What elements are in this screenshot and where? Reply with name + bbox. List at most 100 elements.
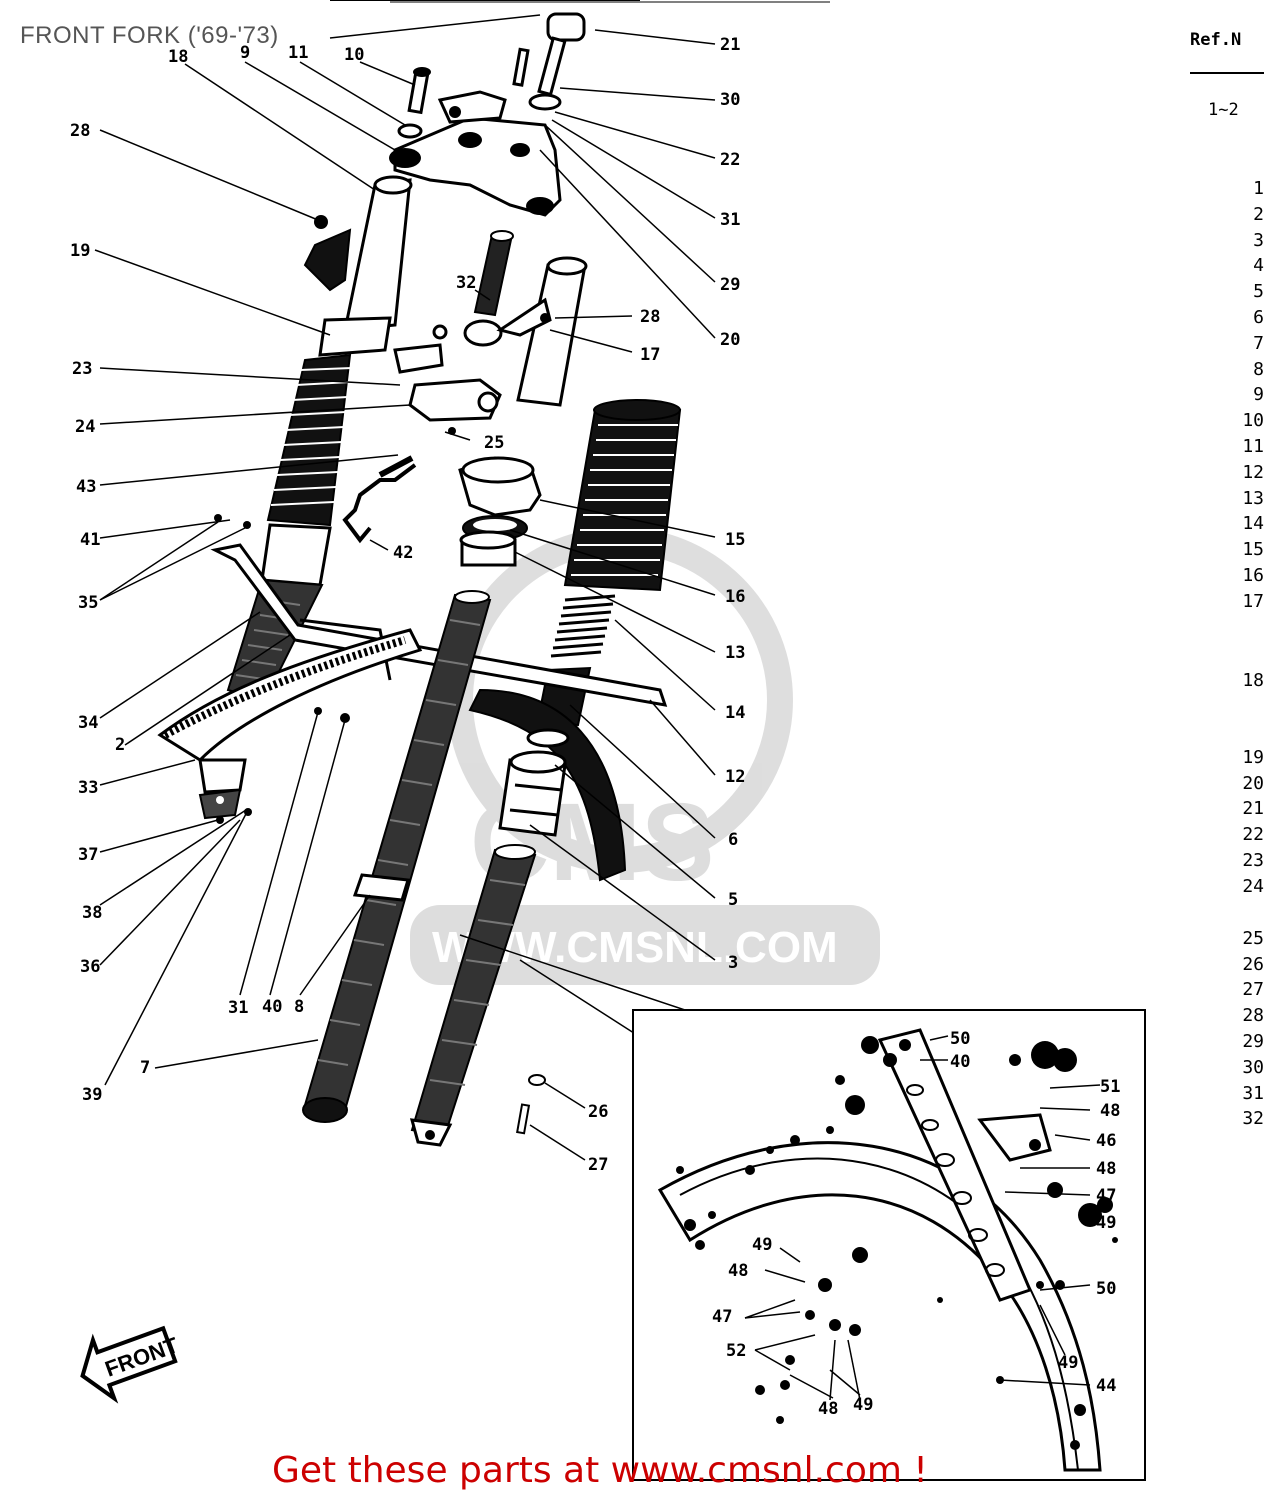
ref-number: 19 — [1242, 746, 1264, 768]
ref-number: 8 — [1253, 358, 1264, 380]
callout-8: 8 — [294, 997, 304, 1017]
ref-range: 1~2 — [1208, 100, 1239, 120]
ref-row: 22 — [1180, 824, 1264, 845]
ref-number: 20 — [1242, 772, 1264, 794]
callout-20: 20 — [720, 330, 740, 350]
callout-40: 40 — [262, 997, 282, 1017]
callout-23: 23 — [72, 359, 92, 379]
ref-number: 2 — [1253, 203, 1264, 225]
inset-callout-49: 49 — [752, 1235, 772, 1255]
fork-seal-3 — [498, 728, 570, 837]
callout-30: 30 — [720, 90, 740, 110]
cable-guide — [214, 455, 417, 544]
callout-11: 11 — [288, 43, 308, 63]
inset-callout-50: 50 — [950, 1029, 970, 1049]
inset-callout-48: 48 — [1100, 1101, 1120, 1121]
ref-number: 4 — [1253, 255, 1264, 277]
ref-number: 24 — [1242, 875, 1264, 897]
ref-row: 9 — [1180, 384, 1264, 405]
ref-row: 8 — [1180, 359, 1264, 380]
ref-number: 17 — [1242, 590, 1264, 612]
callout-41: 41 — [80, 530, 100, 550]
callout-18: 18 — [168, 47, 188, 67]
ref-row: 30 — [1180, 1057, 1264, 1078]
ref-row: 6 — [1180, 307, 1264, 328]
callout-9: 9 — [240, 43, 250, 63]
inset-callout-48: 48 — [1096, 1159, 1116, 1179]
ref-number: 32 — [1242, 1108, 1264, 1130]
steering-stem — [463, 230, 514, 347]
callout-25: 25 — [484, 433, 504, 453]
callout-42: 42 — [393, 543, 413, 563]
ref-number: 7 — [1253, 332, 1264, 354]
callout-15: 15 — [725, 530, 745, 550]
ref-row: 20 — [1180, 773, 1264, 794]
ref-number: 11 — [1242, 436, 1264, 457]
callout-38: 38 — [82, 903, 102, 923]
inset-callout-49: 49 — [1058, 1353, 1078, 1373]
ref-number: 27 — [1242, 979, 1264, 1001]
callout-28: 28 — [640, 307, 660, 327]
callout-labels: 21 30 22 31 29 20 28 17 28 18 9 11 10 19… — [70, 35, 745, 1175]
callout-36: 36 — [80, 957, 100, 977]
callout-19: 19 — [70, 241, 90, 261]
headlight-stay — [496, 256, 588, 407]
inset-callout-44: 44 — [1096, 1376, 1116, 1396]
diagram-title: FRONT FORK ('69-'73) — [20, 22, 279, 49]
callout-14: 14 — [725, 703, 745, 723]
inset-callout-46: 46 — [1096, 1131, 1116, 1151]
ref-number: 26 — [1242, 953, 1264, 975]
ref-number: 16 — [1242, 565, 1264, 586]
ref-row: 32 — [1180, 1108, 1264, 1129]
callout-34: 34 — [78, 713, 98, 733]
callout-6: 6 — [728, 830, 738, 850]
ref-header: Ref.N — [1190, 30, 1242, 50]
callout-37: 37 — [78, 845, 98, 865]
callout-17: 17 — [640, 345, 660, 365]
ref-number: 25 — [1242, 927, 1264, 949]
ref-row: 14 — [1180, 513, 1264, 534]
inset-callout-40: 40 — [950, 1052, 970, 1072]
front-fender — [157, 628, 423, 820]
ref-number: 12 — [1242, 461, 1264, 483]
ref-row: 23 — [1180, 850, 1264, 871]
callout-5: 5 — [728, 890, 738, 910]
bolt-10 — [397, 47, 530, 139]
ref-row: 26 — [1180, 954, 1264, 975]
ref-row: 12 — [1180, 462, 1264, 483]
ref-row: 15 — [1180, 539, 1264, 560]
left-fork-upper — [303, 175, 413, 357]
callout-31: 31 — [228, 998, 248, 1018]
inset-panel — [632, 1009, 1146, 1481]
callout-29: 29 — [720, 275, 740, 295]
ref-row: 5 — [1180, 281, 1264, 302]
inset-callout-47: 47 — [712, 1307, 732, 1327]
ref-row: 28 — [1180, 1005, 1264, 1026]
callout-28: 28 — [70, 121, 90, 141]
ref-number: 30 — [1242, 1056, 1264, 1078]
ref-row: 29 — [1180, 1031, 1264, 1052]
ref-row: 16 — [1180, 565, 1264, 586]
ref-number: 18 — [1242, 669, 1264, 691]
ref-number: 22 — [1242, 824, 1264, 846]
inset-callout-51: 51 — [1100, 1077, 1120, 1097]
ref-row: 19 — [1180, 747, 1264, 768]
inset-callouts: 50 40 51 48 46 48 47 49 50 49 49 48 47 5… — [712, 1029, 1120, 1419]
ref-row: 31 — [1180, 1083, 1264, 1104]
ref-divider — [1190, 72, 1264, 74]
fork-cover-15 — [458, 456, 542, 567]
inset-callout-49: 49 — [1096, 1213, 1116, 1233]
footer-link-text[interactable]: Get these parts at www.cmsnl.com ! — [272, 1450, 928, 1491]
callout-27: 27 — [588, 1155, 608, 1175]
callout-7: 7 — [140, 1058, 150, 1078]
leader-lines — [94, 14, 716, 1161]
inset-callout-47: 47 — [1096, 1186, 1116, 1206]
ref-number: 9 — [1253, 384, 1264, 406]
ref-number: 14 — [1242, 513, 1264, 535]
ref-row: 4 — [1180, 255, 1264, 276]
ref-number: 28 — [1242, 1005, 1264, 1027]
ref-row: 13 — [1180, 488, 1264, 509]
